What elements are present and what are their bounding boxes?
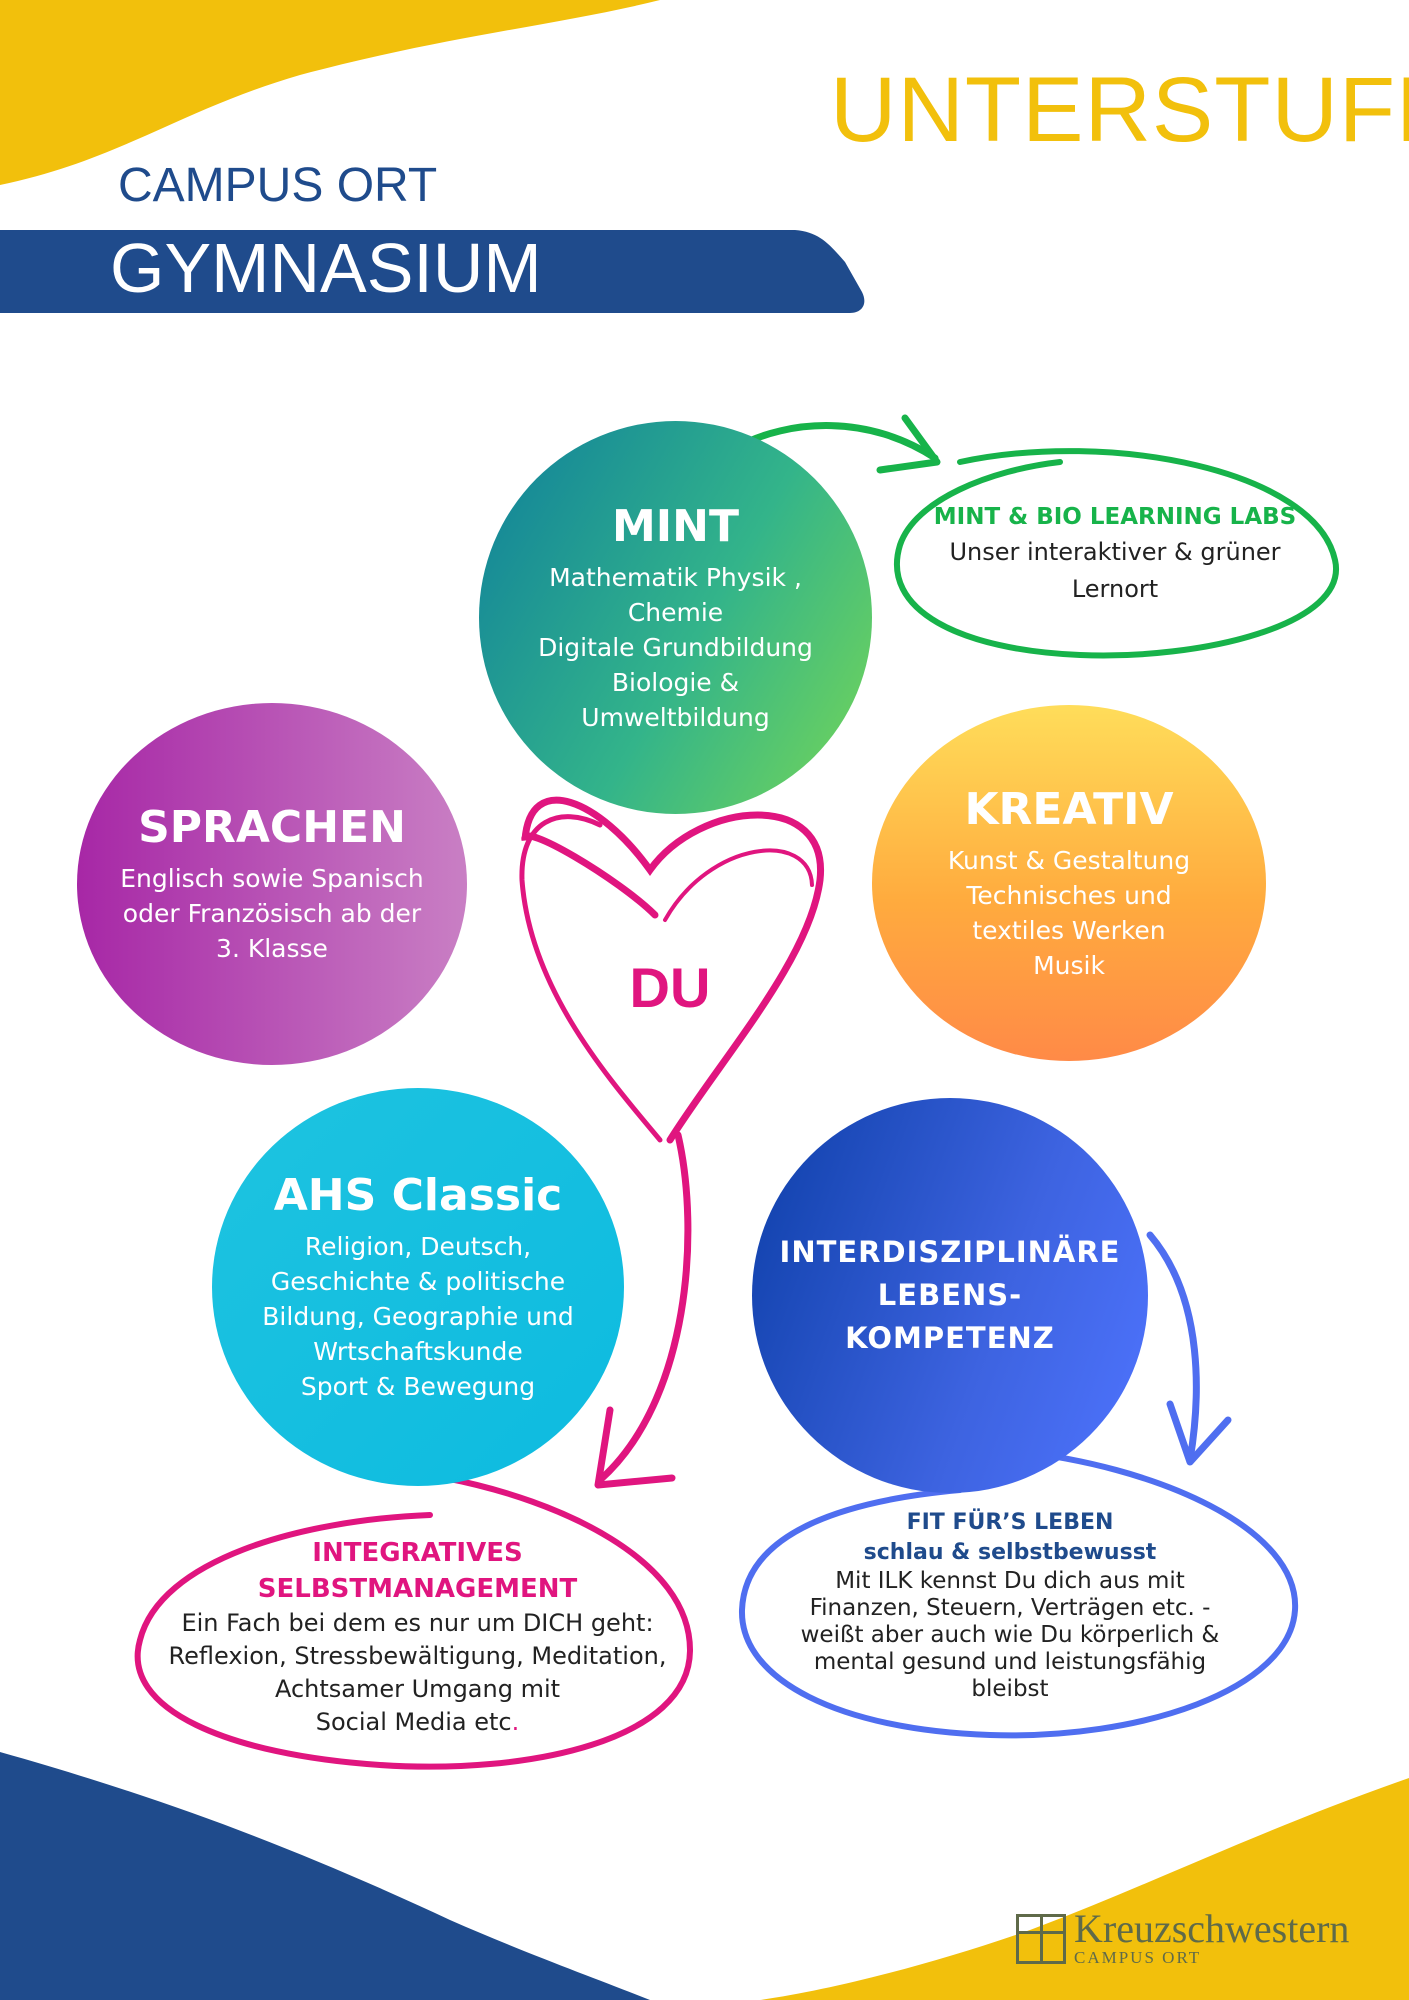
kreativ-line: Kunst & Gestaltung (947, 845, 1191, 875)
mint-title: MINT (612, 500, 739, 552)
fit-ellipse (738, 1447, 1299, 1739)
selbst-line: Ein Fach bei dem es nur um DICH geht: (181, 1609, 654, 1637)
selbst-last-text: Social Media etc (315, 1708, 512, 1736)
kreativ-line: Technisches und (966, 880, 1172, 910)
ahs-circle: AHS Classic Religion, Deutsch, Geschicht… (212, 1088, 624, 1486)
inter-line: KOMPETENZ (845, 1321, 1055, 1355)
fit-line: mental gesund und leistungsfähig (813, 1649, 1207, 1675)
mint-line: Umweltbildung (581, 702, 770, 732)
ahs-line: Religion, Deutsch, (304, 1232, 532, 1261)
top-yellow-wave (0, 0, 660, 185)
selbst-title-line: INTEGRATIVES (312, 1538, 523, 1568)
header-banner (0, 230, 865, 313)
sprachen-title: SPRACHEN (138, 802, 406, 853)
mint-circle: MINT Mathematik Physik , Chemie Digitale… (479, 421, 872, 814)
sprachen-line: 3. Klasse (216, 934, 328, 963)
heart-icon (519, 796, 824, 1144)
selbst-last-line: Social Media etc. (155, 1706, 680, 1739)
sprachen-line: oder Französisch ab der (122, 899, 422, 928)
ahs-line: Geschichte & politische (270, 1267, 566, 1296)
interdisziplinaer-circle: INTERDISZIPLINÄRE LEBENS- KOMPETENZ (752, 1098, 1148, 1493)
labs-ellipse (893, 448, 1340, 659)
fit-line: Mit ILK kennst Du dich aus mit (835, 1568, 1185, 1594)
level-title: UNTERSTUFE (830, 59, 1409, 161)
kreativ-circle: KREATIV Kunst & Gestaltung Technisches u… (872, 705, 1266, 1061)
selbst-title-line: SELBSTMANAGEMENT (257, 1574, 578, 1604)
du-label: DU (629, 956, 711, 1019)
ahs-line: Wrtschaftskunde (313, 1337, 523, 1366)
kreativ-title: KREATIV (964, 783, 1174, 835)
fit-line: weißt aber auch wie Du körperlich & (800, 1622, 1220, 1648)
selbst-line: Achtsamer Umgang mit (274, 1675, 561, 1703)
labs-callout: MINT & BIO LEARNING LABS Unser interakti… (930, 500, 1300, 608)
fit-line: bleibst (971, 1676, 1049, 1702)
fit-line: Finanzen, Steuern, Verträgen etc. - (809, 1595, 1211, 1621)
labs-title: MINT & BIO LEARNING LABS (933, 504, 1297, 530)
inter-line: LEBENS- (877, 1278, 1023, 1312)
ahs-line: Bildung, Geographie und (262, 1302, 574, 1331)
bottom-navy-wave (0, 1752, 650, 2000)
campus-name: CAMPUS ORT (118, 159, 438, 212)
kreativ-line: Musik (1033, 950, 1105, 980)
logo-name: Kreuzschwestern (1074, 1906, 1350, 1951)
mint-line: Digitale Grundbildung (538, 632, 813, 662)
selbst-line: Reflexion, Stressbewältigung, Meditation… (168, 1642, 667, 1670)
kreuzschwestern-logo: Kreuzschwestern CAMPUS ORT (1016, 1906, 1350, 1968)
school-type: GYMNASIUM (110, 229, 542, 307)
sprachen-line: Englisch sowie Spanisch (120, 864, 424, 893)
mint-line: Biologie & (611, 667, 740, 697)
mint-line: Chemie (627, 597, 724, 627)
labs-line: Unser interaktiver & grüner (949, 538, 1281, 566)
blue-arrow (1146, 1231, 1200, 1464)
fit-title: FIT FÜR’S LEBEN (906, 1510, 1114, 1535)
pink-arrow (596, 1131, 692, 1484)
selbst-ellipse (134, 1475, 694, 1770)
fit-callout: FIT FÜR’S LEBEN schlau & selbstbewusst M… (770, 1508, 1250, 1703)
ahs-line: Sport & Bewegung (300, 1372, 536, 1401)
labs-line: Lernort (1071, 575, 1159, 603)
selbst-callout: INTEGRATIVES SELBSTMANAGEMENT Ein Fach b… (155, 1535, 680, 1739)
bottom-yellow-wave (760, 1778, 1409, 2000)
selbst-last-dot: . (511, 1708, 520, 1736)
ahs-title: AHS Classic (273, 1170, 563, 1221)
kreativ-line: textiles Werken (972, 915, 1166, 945)
cross-logo-icon (1016, 1914, 1066, 1964)
inter-line: INTERDISZIPLINÄRE (779, 1235, 1121, 1269)
sprachen-circle: SPRACHEN Englisch sowie Spanisch oder Fr… (77, 703, 467, 1065)
mint-line: Mathematik Physik , (549, 562, 802, 592)
logo-sub: CAMPUS ORT (1074, 1948, 1202, 1967)
fit-subtitle: schlau & selbstbewusst (863, 1540, 1157, 1565)
